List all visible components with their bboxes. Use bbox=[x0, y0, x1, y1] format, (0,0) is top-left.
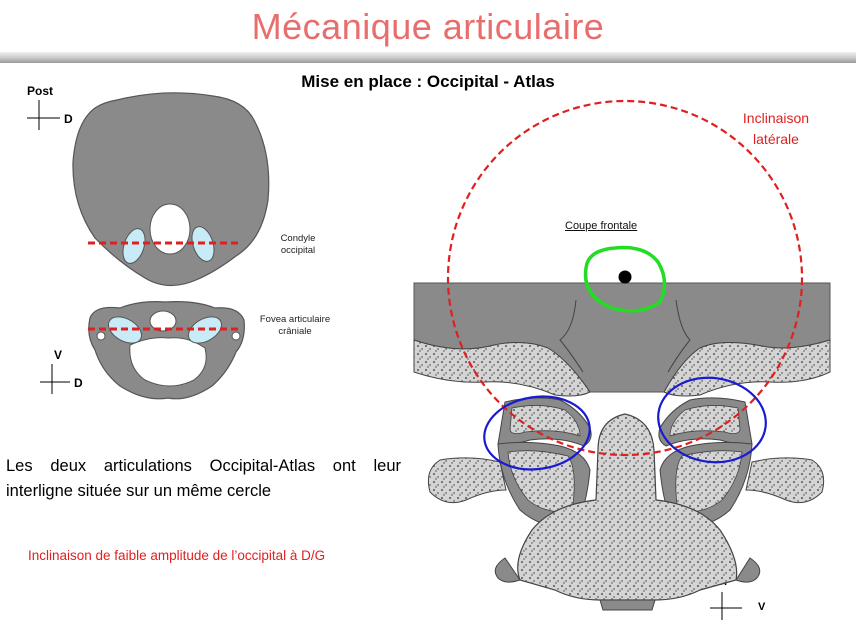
label-condyle-occipital: Condyle occipital bbox=[280, 233, 316, 256]
title-divider bbox=[0, 52, 856, 63]
joint-circle-right bbox=[657, 376, 767, 464]
axis-label-post: Post bbox=[27, 84, 54, 98]
occipital-condyle-right bbox=[663, 339, 831, 397]
axis-label-v: V bbox=[54, 348, 63, 362]
axis-cross-right bbox=[710, 592, 742, 620]
axis-label-d-top: D bbox=[64, 112, 73, 126]
inclinaison-circle bbox=[446, 99, 804, 457]
atlas-vertebra bbox=[88, 301, 245, 400]
occipital-bone bbox=[72, 92, 270, 287]
axis-cross-top bbox=[27, 100, 60, 130]
body-text: Les deux articulations Occipital-Atlas o… bbox=[6, 457, 401, 500]
rotation-center-dot bbox=[618, 270, 632, 284]
axis-cross-bottom bbox=[40, 364, 70, 394]
axis-label-v-right: V bbox=[758, 601, 766, 613]
transverse-process-left bbox=[427, 457, 507, 504]
label-coupe-frontale: Coupe frontale bbox=[565, 220, 638, 232]
axis-dens bbox=[494, 413, 761, 611]
joint-circle-left bbox=[483, 395, 591, 471]
label-fovea-articulaire: Fovea articulaire crâniale bbox=[259, 314, 331, 337]
slide-subtitle: Mise en place : Occipital - Atlas bbox=[301, 72, 555, 91]
transverse-process-right bbox=[745, 457, 825, 504]
label-inclinaison-laterale: Inclinaison latérale bbox=[742, 110, 810, 147]
page-title: Mécanique articulaire bbox=[251, 6, 605, 47]
axis-label-d-bottom: D bbox=[74, 376, 83, 390]
note-text: Inclinaison de faible amplitude de l’occ… bbox=[28, 548, 326, 563]
rotation-center-circle bbox=[583, 245, 667, 313]
